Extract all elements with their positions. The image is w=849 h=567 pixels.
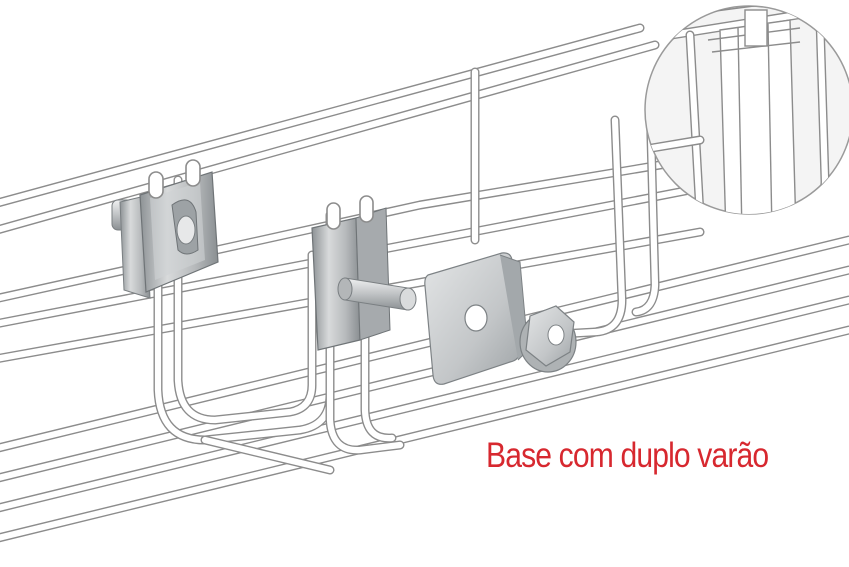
- hex-flange-nut: [519, 305, 577, 373]
- double-rod-base-clamp: [111, 159, 219, 299]
- top-wire-rear: [0, 23, 645, 207]
- cross-wire-mid: [325, 210, 405, 455]
- top-wire-front: [0, 40, 660, 234]
- cross-wire-left-2: [173, 175, 317, 425]
- bottom-wire-1: [0, 235, 849, 453]
- bottom-wire-2: [0, 265, 849, 483]
- bottom-cross-bar: [200, 435, 335, 475]
- bottom-wire-4: [0, 325, 849, 543]
- cross-wire-mid-2: [360, 203, 397, 443]
- exploded-clamp-assembly: [311, 195, 577, 385]
- detail-clamp: [707, 6, 801, 214]
- cross-wire-right-2: [631, 95, 660, 317]
- square-washer-plate: [424, 252, 529, 385]
- bottom-wire-3: [0, 295, 849, 513]
- cross-wire-right: [555, 115, 627, 339]
- bolt: [337, 277, 417, 311]
- detail-magnifier-circle: [644, 5, 849, 215]
- caption-base-com-duplo-varao: Base com duplo varão: [486, 436, 769, 475]
